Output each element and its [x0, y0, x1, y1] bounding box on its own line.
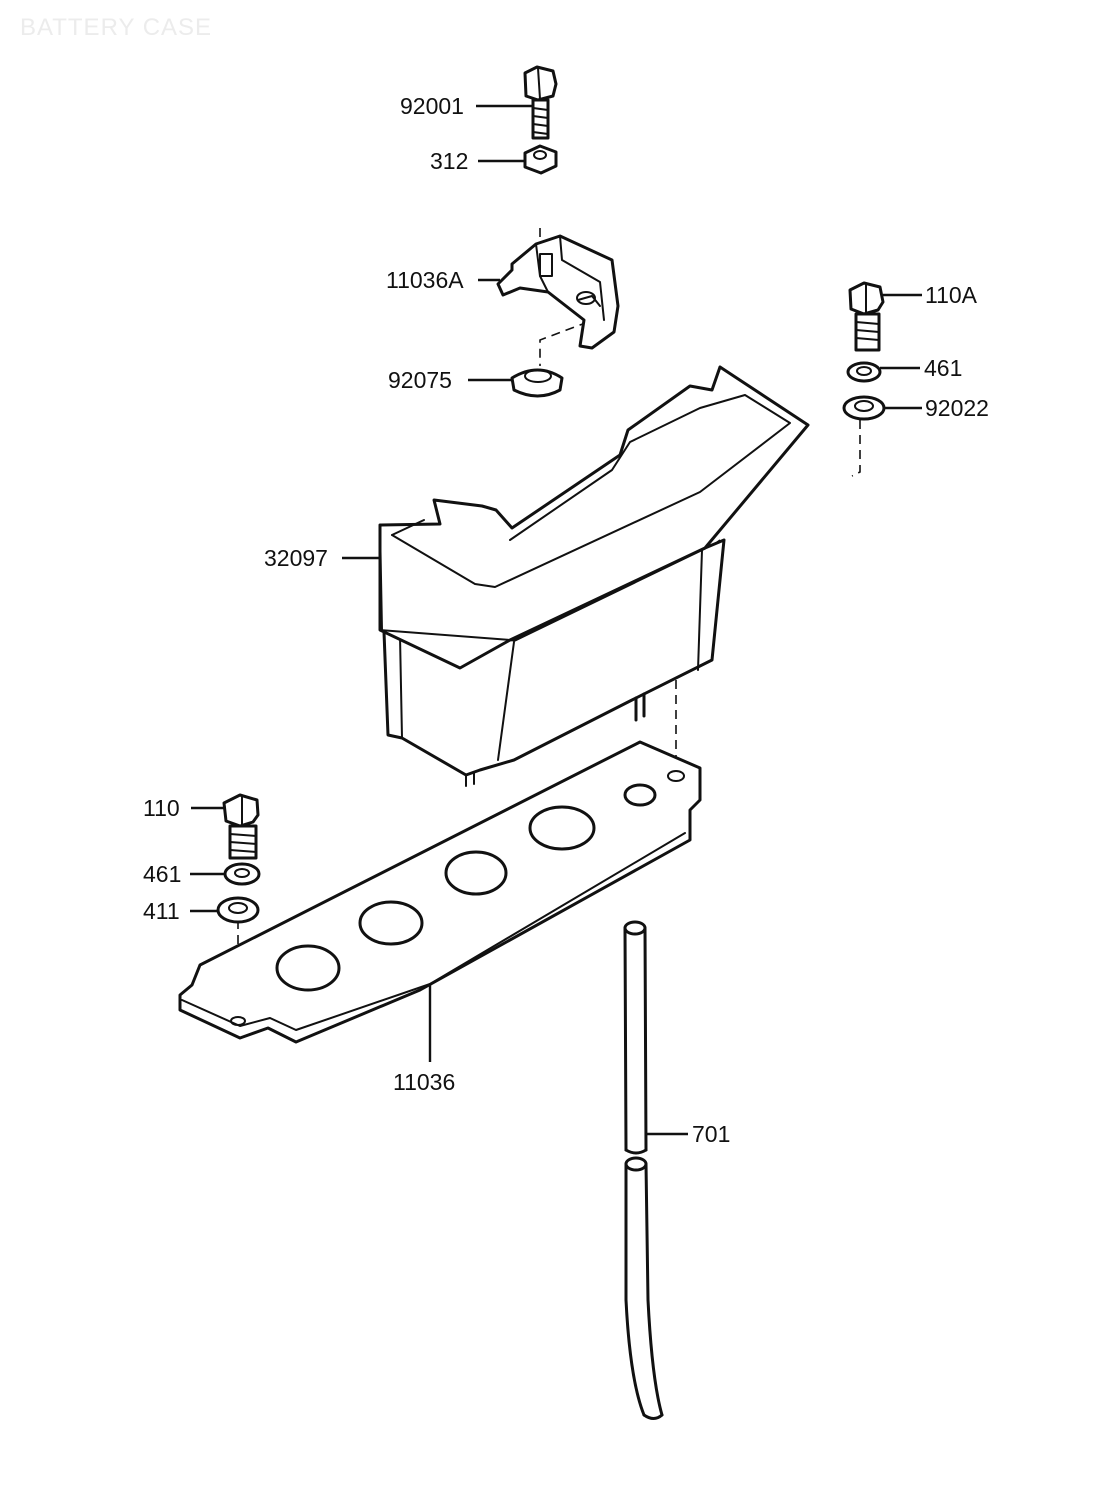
bolt-110 — [222, 793, 260, 860]
leader-lines — [190, 104, 922, 1136]
callout-11036: 11036 — [393, 1069, 455, 1095]
hose-701 — [623, 920, 664, 1420]
damper-92075 — [510, 368, 564, 398]
watermark-title: BATTERY CASE — [20, 14, 213, 41]
callout-92001: 92001 — [400, 93, 464, 119]
bolt-110a — [848, 281, 885, 352]
callout-461-right: 461 — [924, 355, 962, 381]
callout-11036a: 11036A — [386, 267, 464, 293]
lock-washer-461-right — [846, 361, 882, 383]
lock-washer-461-left — [223, 862, 261, 886]
washer-411 — [216, 896, 260, 924]
callout-110a: 110A — [925, 282, 978, 308]
plate-11036 — [178, 740, 702, 1044]
bolt-92001 — [523, 65, 558, 140]
nut-312 — [523, 144, 558, 175]
callout-411: 411 — [143, 898, 180, 924]
callout-701: 701 — [692, 1121, 730, 1147]
bracket-11036a — [496, 234, 620, 350]
callout-110: 110 — [143, 795, 180, 821]
callout-312: 312 — [430, 148, 468, 174]
battery-case-32097 — [378, 365, 810, 787]
callout-92075: 92075 — [388, 367, 452, 393]
washer-92022 — [842, 395, 886, 421]
callout-32097: 32097 — [264, 545, 328, 571]
callout-461-left: 461 — [143, 861, 181, 887]
callout-labels: 92001 312 11036A 92075 110A 461 92022 32… — [143, 93, 989, 1147]
callout-92022: 92022 — [925, 395, 989, 421]
